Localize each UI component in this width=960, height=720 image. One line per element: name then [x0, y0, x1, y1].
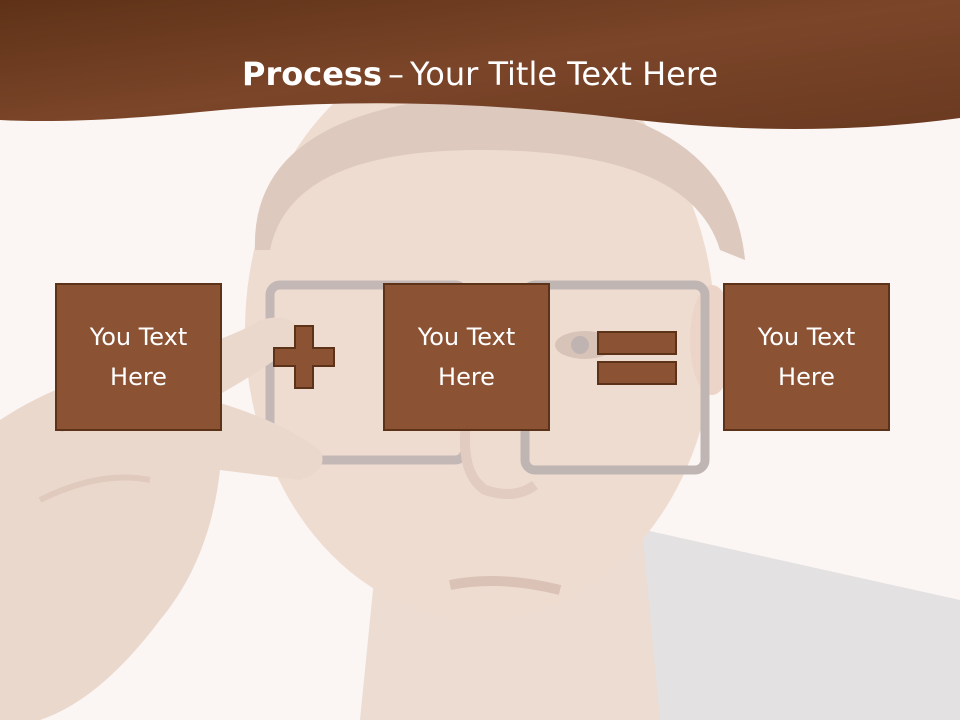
- equals-icon: [597, 331, 677, 385]
- slide-title: Process–Your Title Text Here: [0, 52, 960, 96]
- process-box-2-text: You Text Here: [417, 323, 516, 391]
- process-box-2: You Text Here: [383, 283, 550, 431]
- process-box-3-text: You Text Here: [757, 323, 856, 391]
- title-bold-part: Process: [242, 55, 382, 93]
- process-box-1: You Text Here: [55, 283, 222, 431]
- plus-icon: [273, 325, 335, 389]
- title-rest: Your Title Text Here: [409, 55, 718, 93]
- title-separator: –: [387, 55, 404, 93]
- process-box-3: You Text Here: [723, 283, 890, 431]
- process-box-1-text: You Text Here: [89, 323, 188, 391]
- header-band: [0, 0, 960, 129]
